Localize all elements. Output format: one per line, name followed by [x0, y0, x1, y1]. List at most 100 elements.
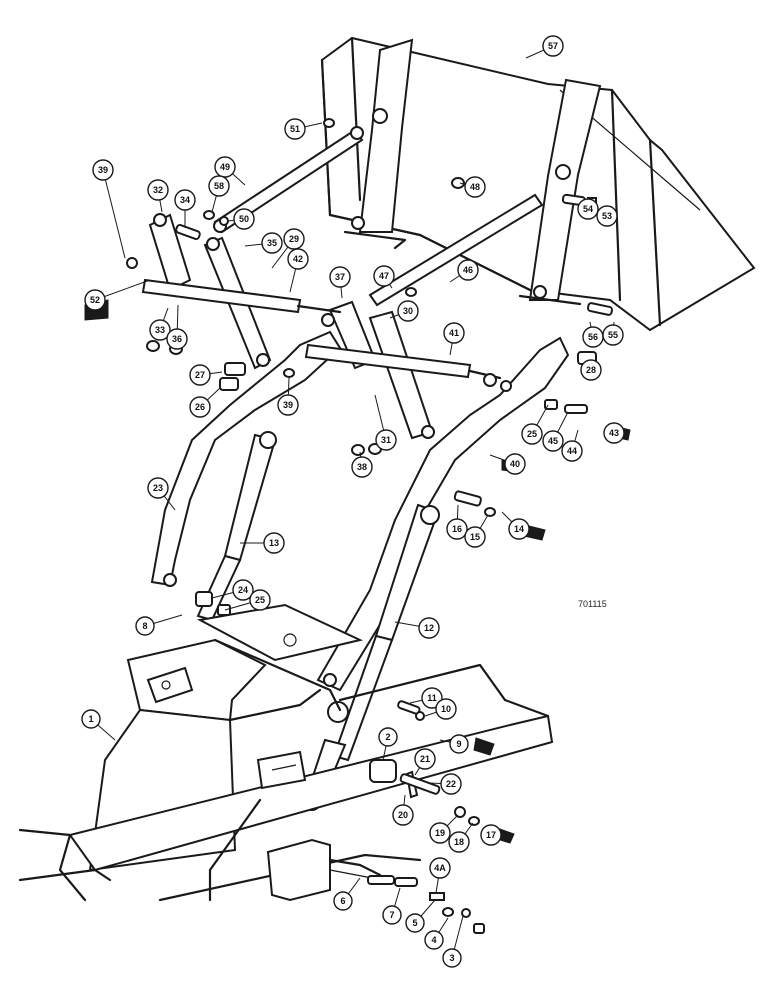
- callout-circle: [189, 396, 211, 418]
- callout-number: 29: [289, 234, 299, 244]
- callout-number: 55: [608, 330, 618, 340]
- tilt-linkage: [141, 126, 544, 440]
- callout-40: 40: [504, 453, 526, 475]
- callout-number: 31: [381, 435, 391, 445]
- callout-5: 5: [405, 913, 425, 933]
- callout-circle: [405, 913, 425, 933]
- callout-3: 3: [442, 948, 462, 968]
- callout-29: 29: [283, 228, 305, 250]
- callout-number: 47: [379, 271, 389, 281]
- callout-25: 25: [521, 423, 543, 445]
- callout-circle: [443, 322, 465, 344]
- callout-9: 9: [449, 734, 469, 754]
- callout-circle: [596, 205, 618, 227]
- callout-circle: [261, 232, 283, 254]
- bucket: [320, 36, 756, 332]
- callout-31: 31: [375, 429, 397, 451]
- callout-circle: [504, 453, 526, 475]
- callout-circle: [174, 189, 196, 211]
- callout-47: 47: [373, 265, 395, 287]
- callout-circle: [561, 440, 583, 462]
- callout-circle: [414, 748, 436, 770]
- callout-7: 7: [382, 905, 402, 925]
- callout-42: 42: [287, 248, 309, 270]
- callout-number: 7: [389, 910, 394, 920]
- callout-circle: [232, 579, 254, 601]
- callout-number: 41: [449, 328, 459, 338]
- callout-number: 22: [446, 779, 456, 789]
- callout-6: 6: [333, 891, 353, 911]
- callout-number: 13: [269, 538, 279, 548]
- callout-number: 12: [424, 623, 434, 633]
- callout-circle: [442, 948, 462, 968]
- callout-number: 54: [583, 204, 593, 214]
- callout-circle: [277, 394, 299, 416]
- callout-57: 57: [542, 35, 564, 57]
- callout-33: 33: [149, 319, 171, 341]
- callout-circle: [542, 430, 564, 452]
- callout-circle: [521, 423, 543, 445]
- callout-circle: [333, 891, 353, 911]
- callout-22: 22: [440, 773, 462, 795]
- callout-23: 23: [147, 477, 169, 499]
- callout-number: 45: [548, 436, 558, 446]
- callout-circle: [435, 698, 457, 720]
- callout-19: 19: [429, 822, 451, 844]
- callout-37: 37: [329, 266, 351, 288]
- callout-circle: [351, 456, 373, 478]
- callout-20: 20: [392, 804, 414, 826]
- callout-circle: [166, 328, 188, 350]
- callout-50: 50: [233, 208, 255, 230]
- callout-number: 34: [180, 195, 190, 205]
- callout-number: 32: [153, 185, 163, 195]
- callout-circle: [457, 259, 479, 281]
- callout-circle: [577, 198, 599, 220]
- callout-number: 30: [403, 306, 413, 316]
- callout-number: 4: [431, 935, 436, 945]
- callout-number: 40: [510, 459, 520, 469]
- callout-number: 48: [470, 182, 480, 192]
- callout-46: 46: [457, 259, 479, 281]
- callout-26: 26: [189, 396, 211, 418]
- loader-arms: [150, 330, 570, 692]
- callout-number: 38: [357, 462, 367, 472]
- callout-circle: [464, 526, 486, 548]
- callout-number: 14: [514, 524, 524, 534]
- callout-number: 51: [290, 124, 300, 134]
- callout-56: 56: [582, 326, 604, 348]
- callout-circle: [263, 532, 285, 554]
- callout-circle: [287, 248, 309, 270]
- callout-number: 19: [435, 828, 445, 838]
- callout-circle: [446, 518, 468, 540]
- callout-38: 38: [351, 456, 373, 478]
- callout-41: 41: [443, 322, 465, 344]
- callout-circle: [373, 265, 395, 287]
- callout-circle: [448, 831, 470, 853]
- callout-circle: [283, 228, 305, 250]
- callout-39: 39: [92, 159, 114, 181]
- callout-circle: [382, 905, 402, 925]
- callout-52: 52: [84, 289, 106, 311]
- callout-4: 4: [424, 930, 444, 950]
- callout-circle: [189, 364, 211, 386]
- callout-circle: [84, 289, 106, 311]
- callout-number: 49: [220, 162, 230, 172]
- callout-circle: [480, 824, 502, 846]
- callout-number: 53: [602, 211, 612, 221]
- callout-8: 8: [135, 616, 155, 636]
- callout-11: 11: [421, 687, 443, 709]
- callout-18: 18: [448, 831, 470, 853]
- callout-58: 58: [208, 175, 230, 197]
- callout-circle: [378, 727, 398, 747]
- callout-53: 53: [596, 205, 618, 227]
- callout-circle: [147, 179, 169, 201]
- callout-circle: [542, 35, 564, 57]
- callout-circle: [208, 175, 230, 197]
- callout-number: 1: [88, 714, 93, 724]
- callout-number: 6: [340, 896, 345, 906]
- callout-circle: [418, 617, 440, 639]
- callout-circle: [375, 429, 397, 451]
- callout-number: 44: [567, 446, 577, 456]
- callout-number: 56: [588, 332, 598, 342]
- callout-10: 10: [435, 698, 457, 720]
